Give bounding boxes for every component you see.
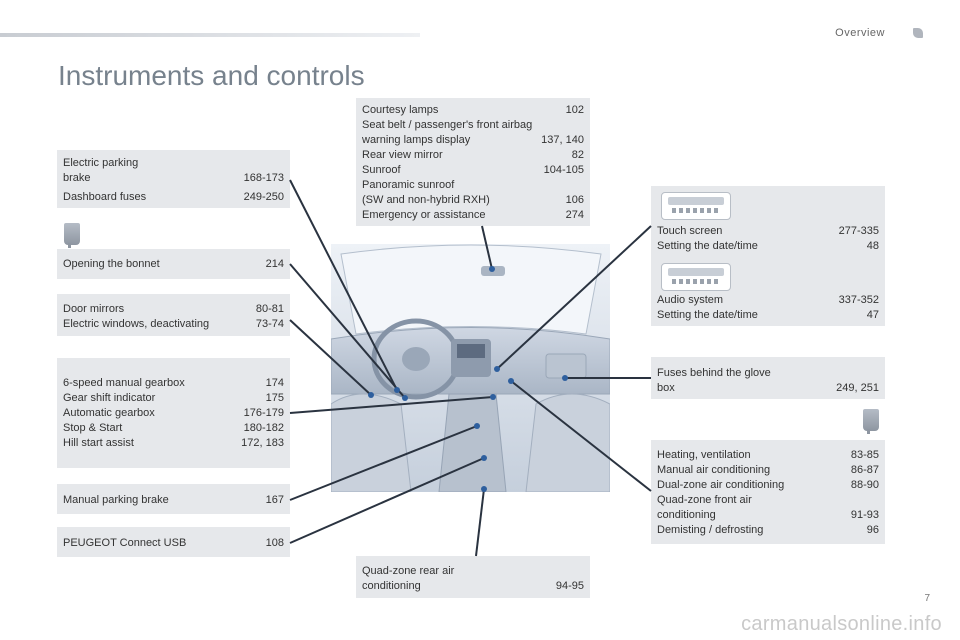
leader-dot	[489, 266, 495, 272]
leader-dot	[368, 392, 374, 398]
watermark: carmanualsonline.info	[741, 613, 942, 635]
audio-unit-icon	[661, 263, 731, 291]
leader-dot	[508, 378, 514, 384]
leader-dot	[481, 455, 487, 461]
header-bar	[0, 33, 420, 37]
list-item: Panoramic sunroof (SW and non-hybrid RXH…	[362, 179, 584, 206]
leader-dot	[494, 366, 500, 372]
fuse-icon	[863, 409, 879, 434]
touch-screen-unit-icon	[661, 192, 731, 220]
leader-dot	[474, 423, 480, 429]
leader-line	[289, 396, 494, 414]
leader-dot	[402, 395, 408, 401]
leader-line	[496, 225, 652, 370]
leader-line	[289, 319, 372, 396]
car-interior-illustration	[331, 244, 610, 492]
dashboard-drawing	[331, 244, 610, 492]
leader-line	[289, 457, 485, 544]
leader-line	[481, 225, 493, 270]
leader-dot	[394, 387, 400, 393]
leader-line	[289, 179, 398, 391]
leader-line	[289, 425, 478, 501]
leader-dot	[481, 486, 487, 492]
fuse-icon	[64, 223, 80, 248]
section-tab-marker	[913, 28, 923, 38]
page-number: 7	[924, 593, 930, 604]
leader-line	[510, 380, 652, 492]
leader-line	[289, 263, 406, 399]
leader-dot	[490, 394, 496, 400]
leader-line	[475, 488, 485, 557]
section-header: Overview	[835, 27, 885, 39]
leader-dot	[562, 375, 568, 381]
list-item: Seat belt / passenger's front airbag war…	[362, 119, 584, 146]
page-title: Instruments and controls	[58, 60, 365, 91]
